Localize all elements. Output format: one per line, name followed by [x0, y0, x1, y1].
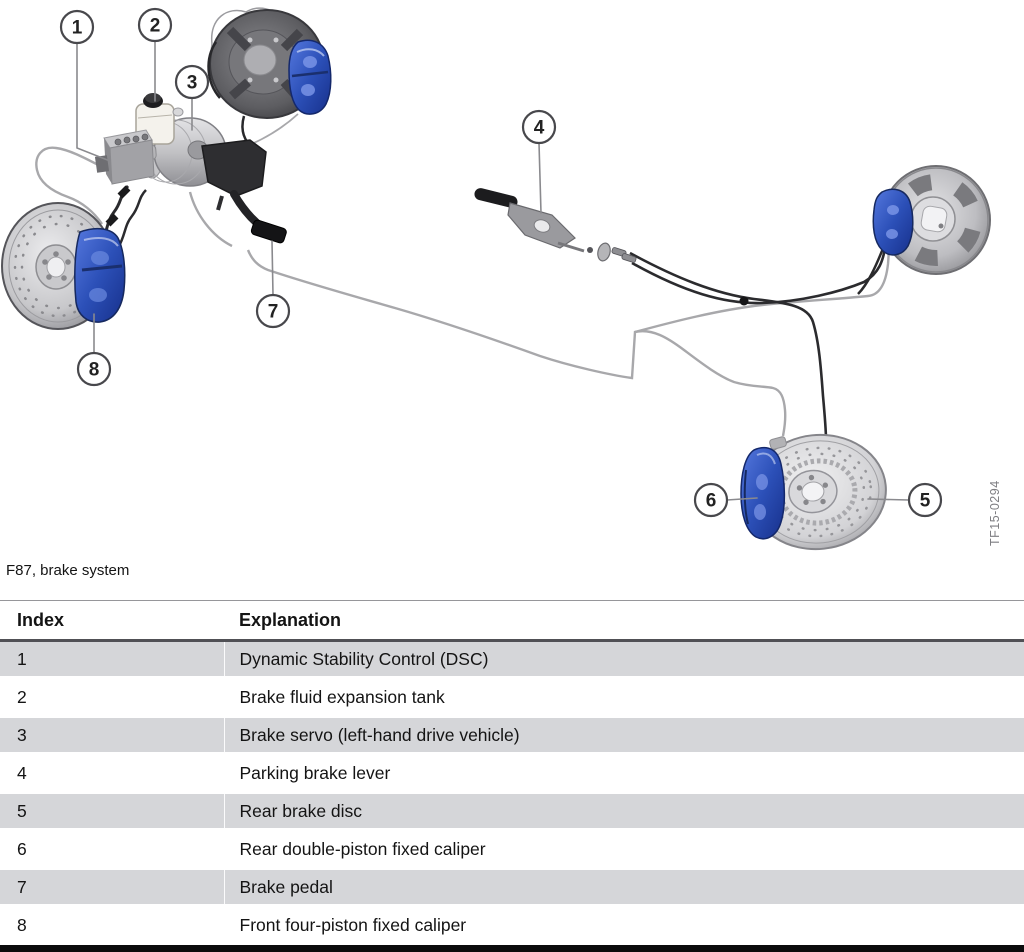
- legend-table: Index Explanation 1 Dynamic Stability Co…: [0, 600, 1024, 946]
- rear-caliper: [740, 446, 786, 540]
- rear-right-hose: [857, 245, 886, 295]
- callout-7-label: 7: [268, 302, 279, 323]
- front-right-caliper: [288, 39, 332, 115]
- callout-2: 2: [137, 7, 173, 102]
- figure-code: TF15-0294: [988, 480, 1002, 546]
- callout-3-label: 3: [187, 73, 198, 94]
- callout-8: 8: [76, 313, 112, 387]
- col-header-explanation: Explanation: [224, 600, 1024, 642]
- callout-1-label: 1: [72, 18, 83, 39]
- table-row: 1 Dynamic Stability Control (DSC): [0, 640, 1024, 680]
- dsc-unit: [94, 129, 155, 185]
- brake-line-front: [188, 191, 233, 248]
- parking-cable-right: [631, 239, 888, 305]
- row-index: 7: [0, 868, 225, 908]
- table-row: 6 Rear double-piston fixed caliper: [0, 830, 1024, 870]
- expansion-tank: [135, 93, 184, 145]
- brake-system-diagram: 1 2 3 4: [1, 7, 1002, 551]
- legend-header-row: Index Explanation: [0, 600, 1024, 642]
- row-explanation: Brake fluid expansion tank: [224, 678, 1024, 718]
- brake-line-front-left: [35, 146, 109, 225]
- front-left-caliper: [74, 227, 126, 323]
- parking-brake-lever: [474, 188, 637, 263]
- row-index: 5: [0, 792, 225, 832]
- pedal-pad: [250, 219, 287, 244]
- row-explanation: Rear brake disc: [224, 792, 1024, 832]
- callout-1: 1: [59, 9, 111, 162]
- front-right-brake-assembly: [207, 7, 332, 150]
- row-explanation: Brake pedal: [224, 868, 1024, 908]
- table-row: 2 Brake fluid expansion tank: [0, 678, 1024, 718]
- callout-8-label: 8: [89, 360, 100, 381]
- callout-5: 5: [867, 482, 943, 518]
- brake-line-rear-right: [634, 237, 890, 334]
- table-row: 4 Parking brake lever: [0, 754, 1024, 794]
- front-left-brake-assembly: [1, 184, 147, 330]
- row-index: 8: [0, 906, 225, 946]
- callouts: 1 2 3 4: [59, 7, 943, 518]
- row-explanation: Front four-piston fixed caliper: [224, 906, 1024, 946]
- table-row: 3 Brake servo (left-hand drive vehicle): [0, 716, 1024, 756]
- row-explanation: Parking brake lever: [224, 754, 1024, 794]
- parking-brake-cables: [629, 239, 888, 441]
- row-index: 1: [0, 640, 225, 680]
- front-right-hose: [207, 41, 221, 99]
- rear-right-brake-assembly: [857, 165, 991, 295]
- callout-4: 4: [521, 109, 557, 214]
- callout-6-label: 6: [706, 491, 717, 512]
- bottom-bar: [0, 945, 1024, 952]
- callout-2-label: 2: [150, 16, 161, 37]
- brake-line-main: [246, 249, 787, 437]
- callout-5-label: 5: [920, 491, 931, 512]
- row-index: 2: [0, 678, 225, 718]
- cable-junction: [739, 296, 749, 306]
- callout-6: 6: [693, 482, 758, 518]
- brake-system-illustration: 1 2 3 4: [1, 7, 1002, 551]
- parking-cable-rear: [629, 251, 828, 441]
- rear-brake-assembly: [749, 433, 887, 551]
- callout-4-label: 4: [534, 118, 545, 139]
- figure-caption: F87, brake system: [6, 562, 130, 579]
- brake-pedal: [201, 139, 287, 244]
- cable-equalizer: [597, 242, 611, 262]
- table-row: 8 Front four-piston fixed caliper: [0, 906, 1024, 946]
- row-explanation: Dynamic Stability Control (DSC): [224, 640, 1024, 680]
- legend-rows: 1 Dynamic Stability Control (DSC) 2 Brak…: [0, 640, 1024, 946]
- row-explanation: Brake servo (left-hand drive vehicle): [224, 716, 1024, 756]
- row-index: 3: [0, 716, 225, 756]
- table-row: 5 Rear brake disc: [0, 792, 1024, 832]
- rear-caliper-bracket: [769, 436, 787, 450]
- col-header-index: Index: [0, 600, 224, 642]
- rear-right-caliper: [872, 188, 914, 256]
- table-row: 7 Brake pedal: [0, 868, 1024, 908]
- callout-3: 3: [174, 64, 210, 131]
- row-index: 6: [0, 830, 225, 870]
- brake-lines: [35, 113, 890, 437]
- callout-7: 7: [255, 240, 291, 329]
- row-index: 4: [0, 754, 225, 794]
- row-explanation: Rear double-piston fixed caliper: [224, 830, 1024, 870]
